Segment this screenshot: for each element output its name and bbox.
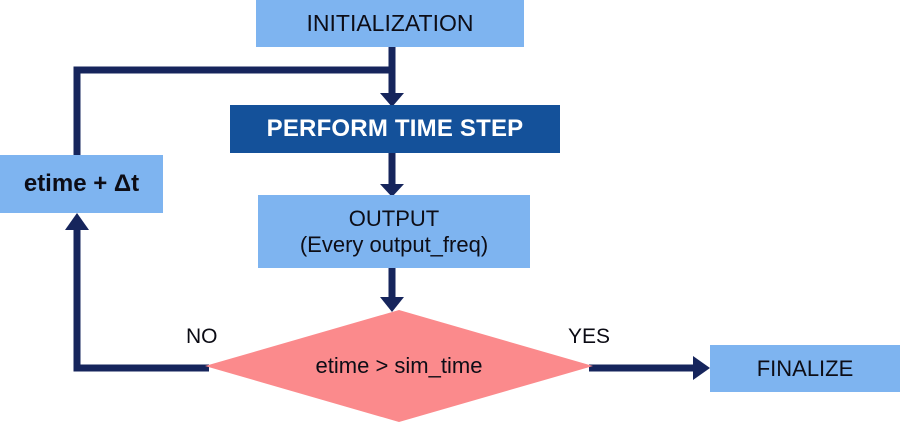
node-etime-increment[interactable]: etime + Δt bbox=[0, 155, 163, 213]
edge-perform-to-output bbox=[380, 153, 404, 197]
node-output-label-line2: (Every output_freq) bbox=[299, 231, 489, 257]
edge-label-no: NO bbox=[186, 325, 218, 348]
decision-diamond-shape bbox=[205, 310, 593, 422]
node-decision[interactable]: etime > sim_time bbox=[205, 310, 593, 428]
node-decision-label: etime > sim_time bbox=[315, 353, 483, 378]
node-etime-increment-label: etime + Δt bbox=[23, 169, 140, 197]
node-perform-time-step-label: PERFORM TIME STEP bbox=[266, 114, 524, 142]
node-output[interactable]: OUTPUT (Every output_freq) bbox=[258, 195, 530, 268]
edge-decision-yes-to-finalize bbox=[589, 356, 710, 380]
edge-output-to-decision bbox=[380, 268, 404, 312]
node-finalize-label: FINALIZE bbox=[756, 355, 854, 381]
node-initialization[interactable]: INITIALIZATION bbox=[256, 0, 524, 47]
node-output-label-line1: OUTPUT bbox=[348, 205, 440, 231]
node-finalize[interactable]: FINALIZE bbox=[710, 345, 900, 392]
edge-label-yes: YES bbox=[568, 325, 611, 348]
node-perform-time-step[interactable]: PERFORM TIME STEP bbox=[230, 105, 560, 153]
edge-initialization-to-perform bbox=[380, 47, 404, 107]
node-initialization-label: INITIALIZATION bbox=[306, 9, 474, 36]
